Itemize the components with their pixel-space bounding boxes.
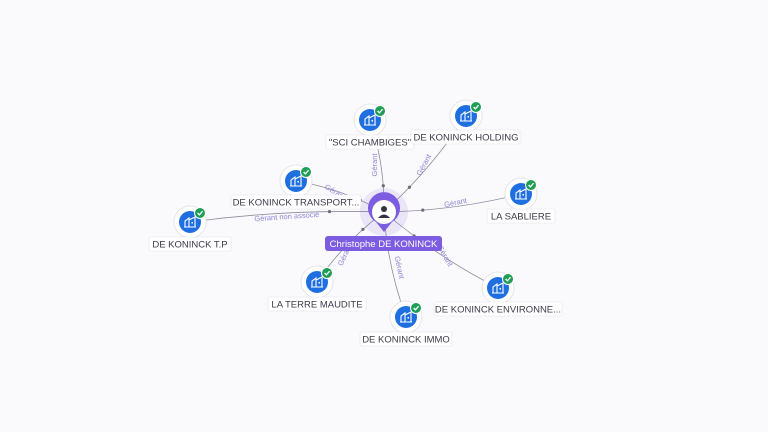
company-node-sci-chambiges[interactable]: "SCI CHAMBIGES" <box>325 103 415 150</box>
company-node-de-koninck-environnement[interactable]: DE KONINCK ENVIRONNE... <box>433 271 563 317</box>
building-icon <box>311 276 323 288</box>
verified-check-icon <box>321 267 333 279</box>
node-label: DE KONINCK T.P <box>152 240 227 251</box>
company-node-la-sabliere[interactable]: LA SABLIERE <box>486 177 556 224</box>
building-icon <box>364 114 376 126</box>
edge-label: Gérant <box>443 196 468 210</box>
node-label-bg <box>230 194 362 210</box>
node-label: DE KONINCK TRANSPORT... <box>233 198 360 209</box>
edge-de-koninck-tp <box>189 211 385 223</box>
node-label-bg <box>148 236 232 252</box>
verified-check-icon <box>300 166 312 178</box>
company-node-de-koninck-transport[interactable]: DE KONINCK TRANSPORT... <box>230 164 362 210</box>
node-label: DE KONINCK ENVIRONNE... <box>435 305 561 316</box>
node-label: DE KONINCK IMMO <box>362 335 450 346</box>
node-label-bg <box>267 296 367 312</box>
building-icon <box>400 311 412 323</box>
company-node-de-koninck-immo[interactable]: DE KONINCK IMMO <box>359 300 453 347</box>
verified-check-icon <box>525 179 537 191</box>
person-icon <box>378 206 390 218</box>
edge-arrow <box>327 209 332 214</box>
verified-check-icon <box>194 207 206 219</box>
building-icon <box>184 216 196 228</box>
building-icon <box>290 175 302 187</box>
center-node[interactable]: Christophe DE KONINCK <box>325 188 442 251</box>
verified-check-icon <box>470 101 482 113</box>
edge-arrow <box>421 208 425 212</box>
company-node-de-koninck-tp[interactable]: DE KONINCK T.P <box>148 205 232 252</box>
edge-arrow <box>407 185 412 189</box>
edge-label: Gérant <box>393 255 407 280</box>
node-label-bg <box>359 331 453 347</box>
building-icon <box>460 110 472 122</box>
edge-label: Gérant <box>370 153 379 177</box>
node-label: LA TERRE MAUDITE <box>271 300 362 311</box>
edge-label: Gérant non associé <box>254 210 320 224</box>
verified-check-icon <box>410 302 422 314</box>
center-label-bg <box>325 236 442 251</box>
node-label-bg <box>486 208 556 224</box>
node-label: LA SABLIERE <box>491 212 551 223</box>
node-label: "SCI CHAMBIGES" <box>329 138 411 149</box>
edge-arrow <box>361 227 365 231</box>
company-node-de-koninck-holding[interactable]: DE KONINCK HOLDING <box>410 99 522 145</box>
building-icon <box>492 282 504 294</box>
node-label-bg <box>433 301 563 317</box>
verified-check-icon <box>374 105 386 117</box>
node-label-bg <box>410 129 522 145</box>
verified-check-icon <box>502 273 514 285</box>
nodes-layer: "SCI CHAMBIGES"DE KONINCK HOLDING LA SABL… <box>148 99 563 347</box>
center-label: Christophe DE KONINCK <box>330 239 438 250</box>
node-label: DE KONINCK HOLDING <box>413 133 518 144</box>
company-node-la-terre-maudite[interactable]: LA TERRE MAUDITE <box>267 265 367 312</box>
edge-arrow <box>381 184 385 188</box>
edge-label: Gérant <box>414 152 433 177</box>
building-icon <box>515 188 527 200</box>
